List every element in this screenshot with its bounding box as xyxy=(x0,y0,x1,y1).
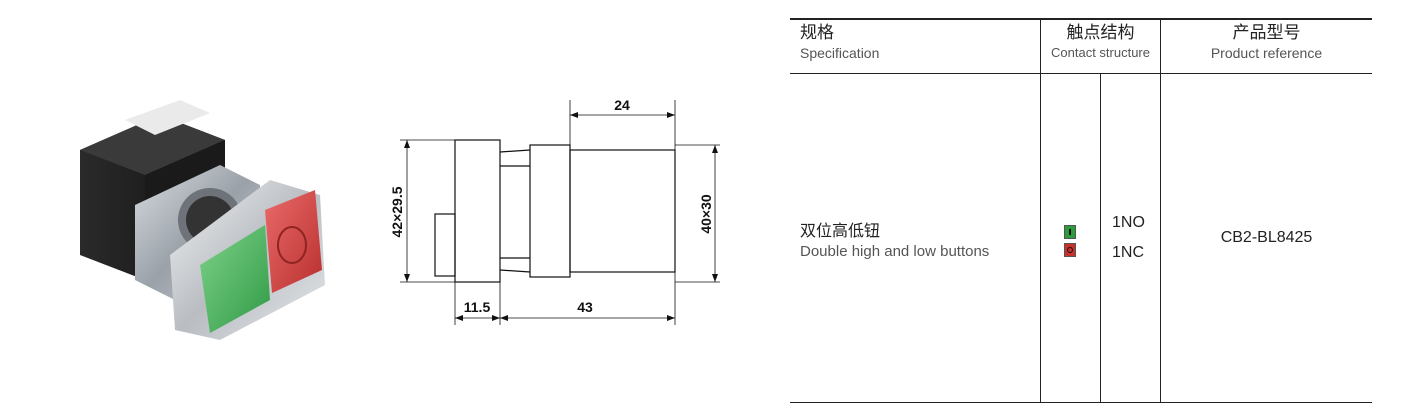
header-contact-cn: 触点结构 xyxy=(1066,23,1135,42)
col-divider-1 xyxy=(1040,18,1041,403)
col-divider-2 xyxy=(1160,18,1161,403)
header-product-cn: 产品型号 xyxy=(1232,23,1301,42)
row-spec-en: Double high and low buttons xyxy=(800,243,990,260)
red-button-shape xyxy=(265,190,322,293)
contact-sub-divider xyxy=(1100,73,1101,403)
dim-bottom-left-label: 11.5 xyxy=(464,299,491,315)
push-button-illustration xyxy=(80,100,325,340)
header-product-reference: 产品型号 Product reference xyxy=(1161,22,1372,62)
dimension-drawing: 24 42×29.5 40×30 11.5 43 xyxy=(385,90,735,330)
row-spec-cn: 双位高低钮 xyxy=(800,223,881,240)
product-reference-value: CB2-BL8425 xyxy=(1220,229,1313,246)
row-specification: 双位高低钮 Double high and low buttons xyxy=(800,221,1035,261)
header-contact-structure: 触点结构 Contact structure xyxy=(1041,22,1160,62)
dim-right-label: 40×30 xyxy=(698,194,714,234)
contact-nc-label: 1NC xyxy=(1112,244,1145,261)
header-product-en: Product reference xyxy=(1210,45,1323,61)
contact-no-label: 1NO xyxy=(1112,214,1145,231)
header-specification: 规格 Specification xyxy=(800,22,1030,62)
dim-left-label: 42×29.5 xyxy=(389,186,405,237)
spec-table: 规格 Specification 触点结构 Contact structure … xyxy=(790,18,1372,404)
nc-contact-icon xyxy=(1064,243,1076,257)
header-spec-en: Specification xyxy=(800,45,880,61)
no-contact-icon xyxy=(1064,225,1076,239)
table-bottom-border xyxy=(790,402,1372,403)
technical-drawing: 24 42×29.5 40×30 11.5 43 xyxy=(389,97,720,325)
dim-bottom-right-label: 43 xyxy=(577,299,593,315)
product-photo xyxy=(60,95,350,355)
header-contact-en: Contact structure xyxy=(1051,45,1150,60)
table-header-divider xyxy=(790,73,1372,74)
dim-top-label: 24 xyxy=(614,97,630,113)
green-button-shape xyxy=(200,225,270,333)
table-top-border xyxy=(790,18,1372,20)
header-spec-cn: 规格 xyxy=(800,23,834,42)
